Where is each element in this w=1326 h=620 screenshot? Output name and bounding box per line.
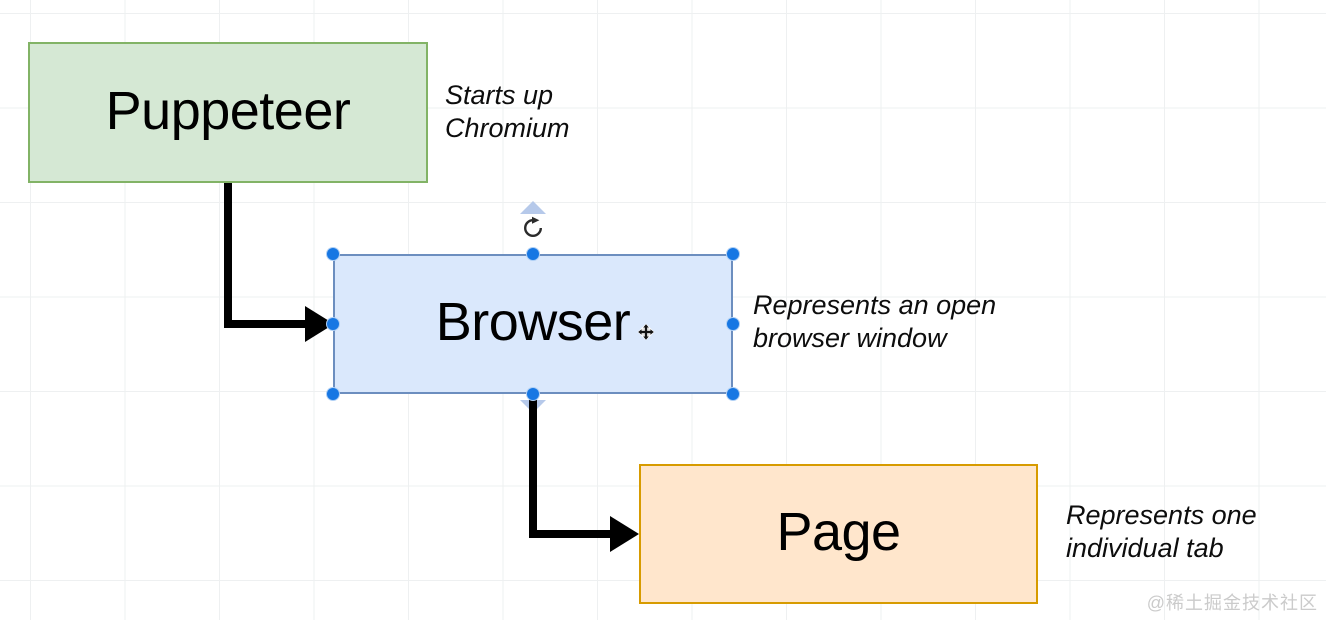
selection-handle-s[interactable] (526, 387, 540, 401)
selection-handle-w[interactable] (326, 317, 340, 331)
annotation-puppeteer[interactable]: Starts up Chromium (445, 79, 570, 145)
annotation-page[interactable]: Represents one individual tab (1066, 499, 1257, 565)
annotation-line: Represents an open (753, 290, 997, 320)
selection-handle-ne[interactable] (726, 247, 740, 261)
node-page-label: Page (776, 502, 901, 562)
move-cursor-icon (636, 322, 656, 342)
selection-handle-sw[interactable] (326, 387, 340, 401)
edge-segment-vertical (529, 396, 537, 538)
rotate-handle-icon[interactable] (521, 216, 545, 240)
annotation-line: individual tab (1066, 533, 1224, 563)
node-puppeteer[interactable]: Puppeteer (28, 42, 428, 183)
node-page[interactable]: Page (639, 464, 1038, 604)
annotation-line: Represents one (1066, 500, 1257, 530)
direction-hint-up-icon[interactable] (520, 201, 546, 214)
edge-segment-horizontal (529, 530, 610, 538)
annotation-browser[interactable]: Represents an open browser window (753, 289, 996, 355)
selection-handle-n[interactable] (526, 247, 540, 261)
arrowhead-icon (610, 516, 639, 552)
node-puppeteer-label: Puppeteer (105, 80, 351, 141)
selection-handle-nw[interactable] (326, 247, 340, 261)
annotation-line: Starts up (445, 80, 554, 110)
node-browser[interactable]: Browser (333, 254, 733, 394)
annotation-line: Chromium (445, 113, 570, 143)
edge-segment-vertical (224, 183, 232, 328)
annotation-line: browser window (753, 323, 947, 353)
node-browser-label: Browser (435, 292, 631, 352)
selection-handle-se[interactable] (726, 387, 740, 401)
edge-segment-horizontal (224, 320, 307, 328)
selection-handle-e[interactable] (726, 317, 740, 331)
watermark: @稀土掘金技术社区 (1146, 593, 1318, 613)
